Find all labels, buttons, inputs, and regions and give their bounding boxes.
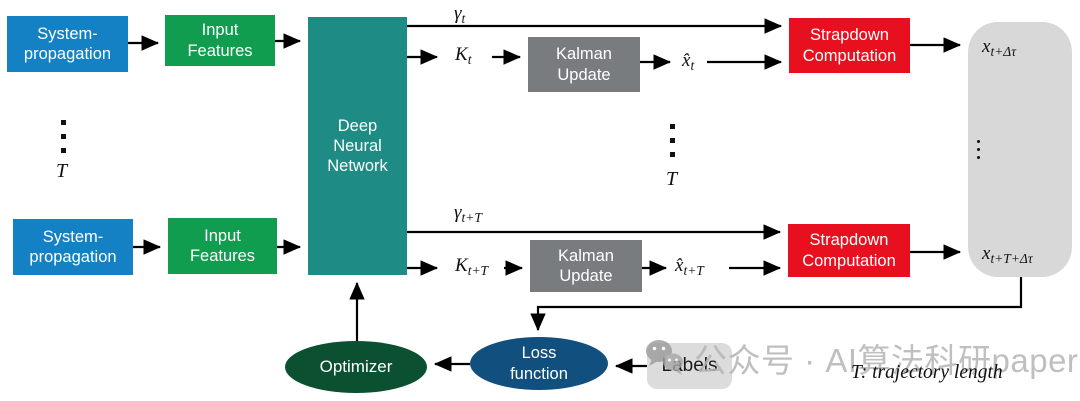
x-t-plus-dtau-label: xt+Δτ bbox=[982, 36, 1017, 59]
k-t-plus-T-label: Kt+T bbox=[455, 255, 489, 278]
xhat-t-plus-T-label: x̂t+T bbox=[675, 255, 704, 278]
vertical-ellipsis-output bbox=[977, 140, 980, 159]
system-propagation-label-line2: propagation bbox=[23, 45, 112, 63]
input-features-label-line1: Input bbox=[204, 226, 241, 245]
dnn-label-line1: Deep bbox=[337, 116, 378, 135]
optimizer-label: Optimizer bbox=[319, 356, 393, 376]
kalman-update-label-line2: Update bbox=[559, 267, 613, 285]
dnn-label-line2: Neural bbox=[333, 136, 382, 155]
system-propagation-box-bottom: System- propagation bbox=[13, 219, 133, 275]
input-features-label-line2: Features bbox=[187, 41, 253, 60]
strapdown-computation-box-top: Strapdown Computation bbox=[789, 18, 910, 73]
input-features-label-line2: Features bbox=[189, 247, 256, 265]
strapdown-label-line1: Strapdown bbox=[809, 231, 889, 250]
strapdown-label-line2: Computation bbox=[802, 251, 896, 270]
loss-function-ellipse: Loss function bbox=[470, 337, 608, 390]
system-propagation-label-line1: System- bbox=[37, 24, 98, 43]
k-t-label: Kt bbox=[455, 44, 472, 67]
gamma-t-label: γt bbox=[454, 3, 466, 26]
footnote-trajectory-length: T: trajectory length bbox=[851, 362, 1003, 383]
loss-function-label-line2: function bbox=[510, 364, 568, 383]
deep-neural-network-box: Deep Neural Network bbox=[308, 17, 407, 275]
strapdown-computation-box-bottom: Strapdown Computation bbox=[788, 224, 910, 277]
kalman-update-label-line1: Kalman bbox=[556, 45, 612, 64]
system-propagation-box-top: System- propagation bbox=[7, 16, 128, 72]
kalman-update-box-top: Kalman Update bbox=[528, 37, 640, 92]
kalman-update-box-bottom: Kalman Update bbox=[530, 240, 642, 292]
vertical-ellipsis-middle bbox=[670, 124, 675, 157]
loss-function-label-line1: Loss bbox=[521, 344, 557, 363]
labels-box: Labels bbox=[647, 343, 732, 389]
strapdown-label-line1: Strapdown bbox=[810, 26, 889, 45]
dnn-label-line3: Network bbox=[327, 157, 388, 176]
strapdown-label-line2: Computation bbox=[802, 46, 897, 65]
input-features-box-bottom: Input Features bbox=[168, 218, 277, 274]
system-propagation-label-line2: propagation bbox=[29, 248, 117, 266]
x-t-plus-T-plus-dtau-label: xt+T+Δτ bbox=[982, 243, 1033, 266]
output-states-container bbox=[968, 22, 1072, 277]
system-propagation-label-line1: System- bbox=[42, 227, 104, 246]
vertical-ellipsis-left bbox=[61, 120, 66, 153]
optimizer-ellipse: Optimizer bbox=[285, 341, 427, 393]
input-features-label-line1: Input bbox=[201, 21, 239, 40]
t-label-middle: T bbox=[666, 168, 678, 190]
input-features-box-top: Input Features bbox=[165, 15, 275, 66]
kalman-update-label-line2: Update bbox=[557, 65, 611, 84]
kalman-update-label-line1: Kalman bbox=[558, 246, 614, 265]
t-label-left: T bbox=[56, 160, 68, 182]
xhat-t-label: x̂t bbox=[682, 50, 695, 73]
gamma-t-plus-T-label: γt+T bbox=[454, 202, 482, 225]
labels-label: Labels bbox=[661, 355, 718, 376]
